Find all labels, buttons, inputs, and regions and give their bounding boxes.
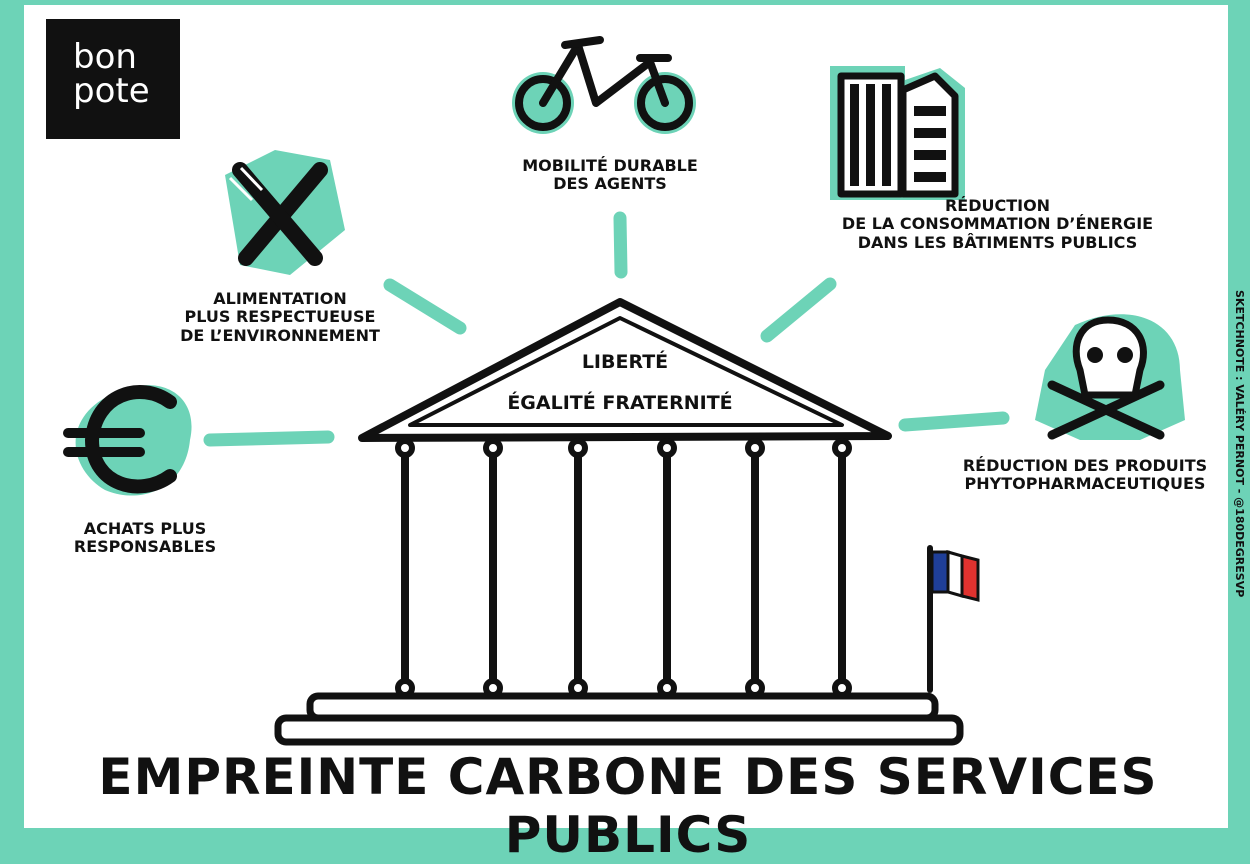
purchases-label: ACHATS PLUS RESPONSABLES xyxy=(55,519,235,557)
connector-food xyxy=(383,278,467,335)
food-line-2: PLUS RESPECTUEUSE xyxy=(184,307,376,327)
food-label: ALIMENTATION PLUS RESPECTUEUSE DE L’ENVI… xyxy=(165,289,395,345)
sketch-artwork xyxy=(63,36,1185,746)
temple-building xyxy=(274,298,964,746)
logo-line2: pote xyxy=(73,71,150,111)
mobility-label: MOBILITÉ DURABLE DES AGENTS xyxy=(510,156,710,194)
connector-lines xyxy=(203,211,1010,447)
bon-pote-logo: bon pote xyxy=(46,19,180,139)
purchases-line-2: RESPONSABLES xyxy=(73,537,217,557)
mobility-line-2: DES AGENTS xyxy=(553,174,667,194)
connector-pesticides xyxy=(898,411,1010,432)
connector-mobility xyxy=(613,211,628,279)
buildings-icon xyxy=(830,66,965,200)
french-flag-icon xyxy=(927,545,980,693)
food-line-1: ALIMENTATION xyxy=(213,289,347,308)
energy-line-1: RÉDUCTION xyxy=(944,196,1051,215)
logo-line1: bon xyxy=(73,37,137,77)
fork-knife-icon xyxy=(225,150,345,275)
energy-label: RÉDUCTION DE LA CONSOMMATION D’ÉNERGIE D… xyxy=(825,196,1170,252)
mobility-line-1: MOBILITÉ DURABLE xyxy=(522,156,698,175)
pesticides-line-2: PHYTOPHARMACEUTIQUES xyxy=(964,474,1206,494)
energy-line-3: DANS LES BÂTIMENTS PUBLICS xyxy=(857,232,1138,252)
skull-crossbones-icon xyxy=(1035,314,1185,440)
credit-vertical: SKETCHNOTE : VALÉRY PERNOT - @180DEGRESV… xyxy=(1232,290,1250,610)
bicycle-icon xyxy=(512,36,696,134)
motto-egalite-fraternite: ÉGALITÉ FRATERNITÉ xyxy=(507,392,733,414)
page-title: EMPREINTE CARBONE DES SERVICES PUBLICS xyxy=(98,748,1158,864)
pesticides-label: RÉDUCTION DES PRODUITS PHYTOPHARMACEUTIQ… xyxy=(945,456,1225,494)
connector-energy xyxy=(760,277,837,343)
credit-text: SKETCHNOTE : VALÉRY PERNOT - @180DEGRESV… xyxy=(1233,290,1246,598)
motto-liberte: LIBERTÉ xyxy=(581,351,669,373)
purchases-line-1: ACHATS PLUS xyxy=(83,519,207,538)
connector-purchases xyxy=(203,430,335,447)
energy-line-2: DE LA CONSOMMATION D’ÉNERGIE xyxy=(841,214,1154,234)
food-line-3: DE L’ENVIRONNEMENT xyxy=(180,325,380,345)
euro-icon xyxy=(63,385,192,496)
pesticides-line-1: RÉDUCTION DES PRODUITS xyxy=(962,456,1208,475)
